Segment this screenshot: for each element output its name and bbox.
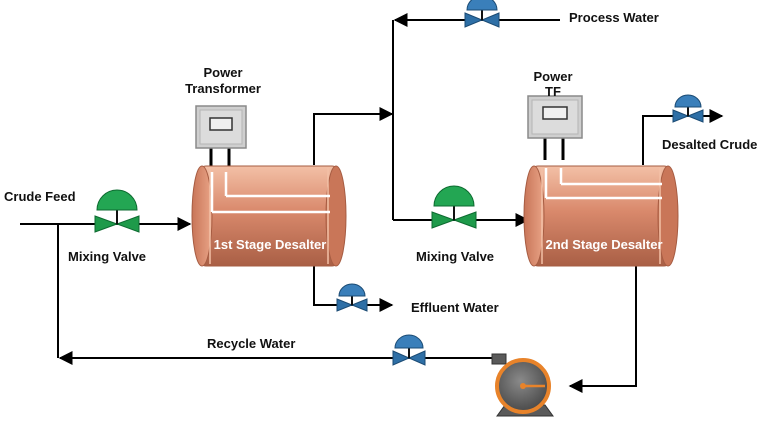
mixing-valve-1-label: Mixing Valve (68, 249, 146, 264)
mixing-valve-1-icon[interactable] (94, 189, 140, 233)
stage1-label: 1st Stage Desalter (214, 237, 327, 252)
desalted-crude-label: Desalted Crude (662, 137, 757, 152)
recycle-water-valve-icon[interactable] (392, 334, 426, 366)
transformer-box-icon[interactable] (527, 95, 583, 139)
mixing-valve-2-label: Mixing Valve (416, 249, 494, 264)
transformer-box-icon[interactable] (195, 105, 247, 149)
mixing-valve-2-icon[interactable] (431, 185, 477, 229)
crude-feed-label: Crude Feed (4, 189, 76, 204)
power-transformer-label-line1: Power (203, 65, 242, 80)
process-water-label: Process Water (569, 10, 659, 25)
stage2-to-pump-line (568, 262, 637, 393)
stage1-desalter[interactable]: 1st Stage Desalter (191, 165, 347, 267)
stage1-outlet-line (313, 107, 394, 165)
power-transformer-label-line2: Transformer (185, 81, 261, 96)
stage2-desalter[interactable]: 2nd Stage Desalter (523, 165, 679, 267)
effluent-water-label: Effluent Water (411, 300, 499, 315)
centrifugal-pump-icon[interactable] (491, 353, 554, 417)
recycle-water-label: Recycle Water (207, 336, 295, 351)
desalted-crude-valve-icon[interactable] (672, 94, 704, 123)
process-water-valve-icon[interactable] (464, 0, 500, 28)
power-tf-label-line1: Power (533, 69, 572, 84)
effluent-water-valve-icon[interactable] (336, 283, 368, 312)
stage2-label: 2nd Stage Desalter (545, 237, 662, 252)
power-tf-label-line2: TF (545, 84, 561, 99)
